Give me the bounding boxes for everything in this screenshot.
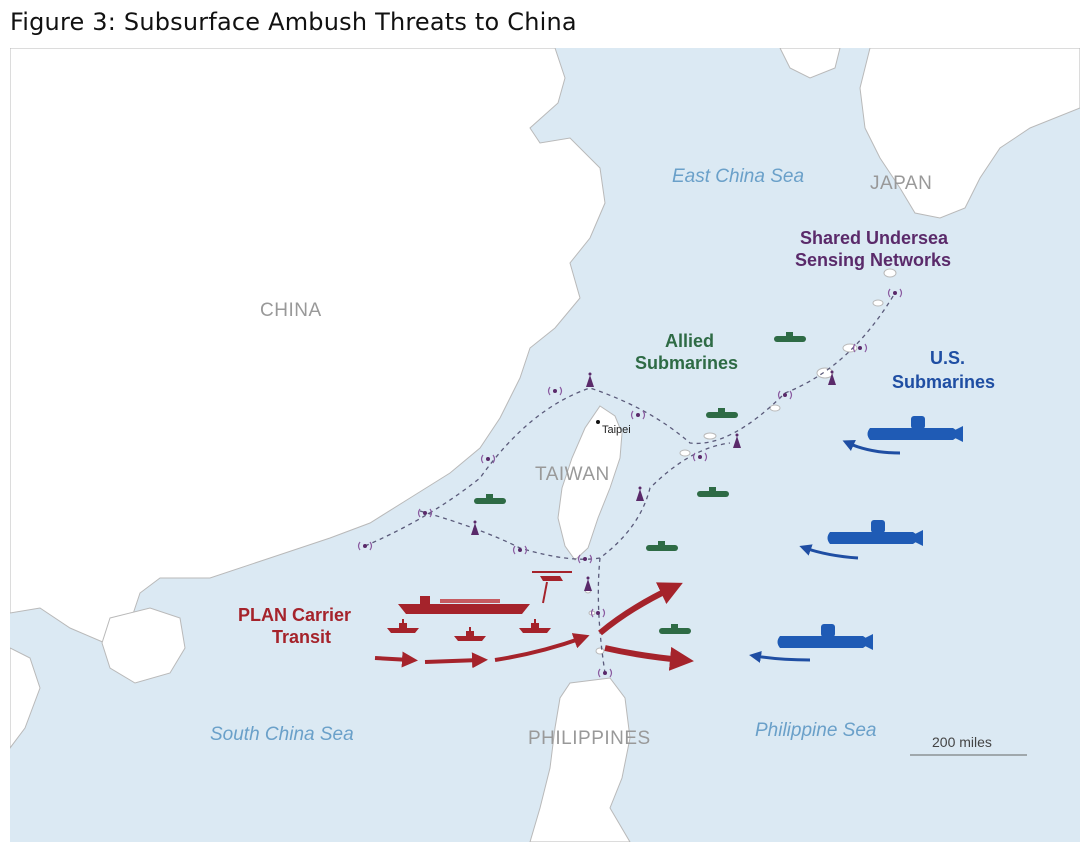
label-us-line2: Submarines [892,372,995,392]
label-taipei: Taipei [602,424,631,436]
label-us-line1: U.S. [930,348,965,368]
taipei-marker [596,420,600,424]
label-sensing-line2: Sensing Networks [795,250,951,270]
label-philippines: PHILIPPINES [528,728,651,749]
scale-bar-label: 200 miles [932,734,992,750]
label-taiwan: TAIWAN [535,464,610,485]
us-submarine-arrows [749,440,901,663]
label-east-china-sea: East China Sea [672,166,804,187]
japan-landmass [859,48,1080,219]
label-sensing-line1: Shared Undersea [800,228,949,248]
plan-carrier-group [387,571,572,641]
label-south-china-sea: South China Sea [210,724,354,745]
sensing-network-lines [364,292,896,674]
hainan-island [101,607,186,684]
label-japan: JAPAN [870,173,932,194]
label-allied-line2: Submarines [635,353,738,373]
label-plan-line1: PLAN Carrier [238,605,351,625]
map: CHINA JAPAN TAIWAN PHILIPPINES East Chin… [10,48,1080,842]
southwest-landmass [10,647,41,749]
label-philippine-sea: Philippine Sea [755,720,876,741]
figure-title: Figure 3: Subsurface Ambush Threats to C… [10,8,577,36]
plan-transit-arrows [374,582,694,671]
label-allied-line1: Allied [665,331,714,351]
label-china: CHINA [260,300,322,321]
korea-landmass [779,48,841,79]
taiwan-landmass [557,405,623,561]
label-plan-line2: Transit [272,627,331,647]
philippines-landmass [529,677,631,842]
